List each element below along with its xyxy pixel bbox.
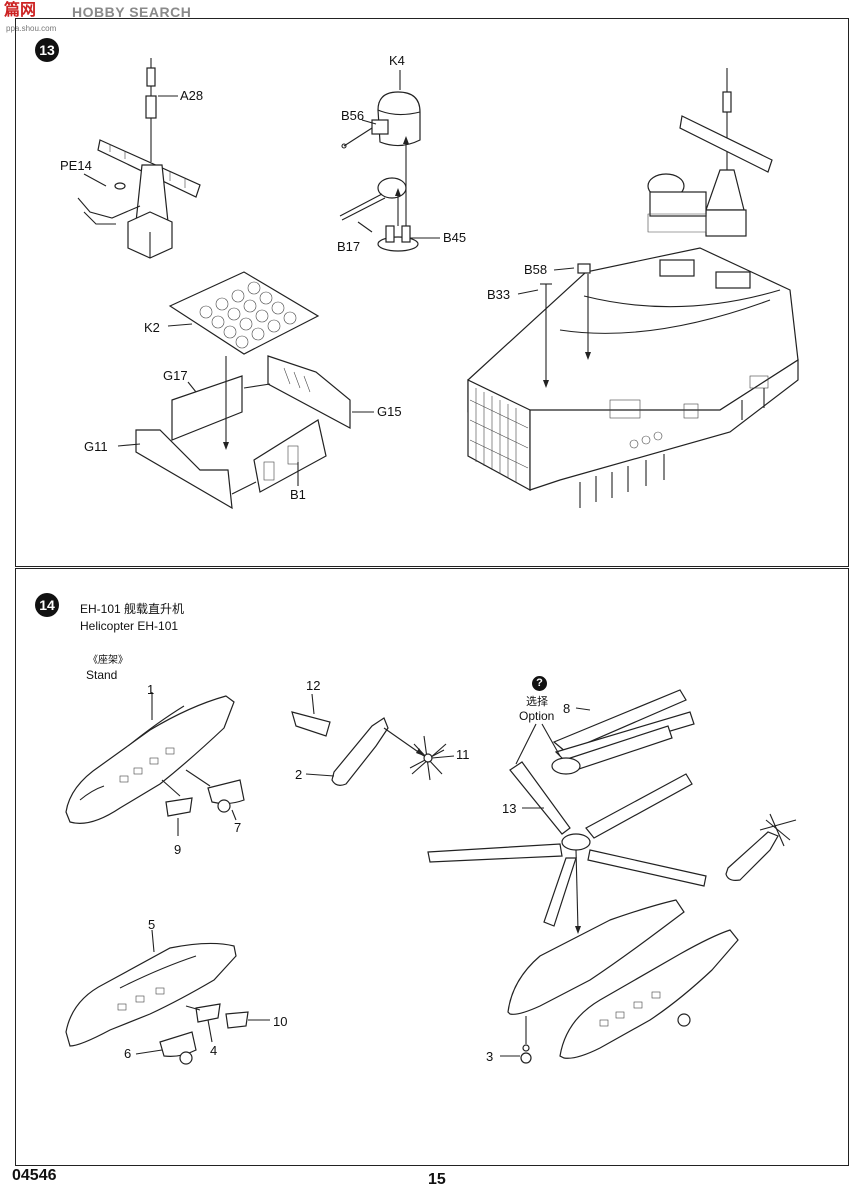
part-label-8: 8	[563, 701, 571, 716]
part-label-4: 4	[210, 1043, 218, 1058]
option-question-icon: ?	[532, 676, 547, 691]
part-label-b58: B58	[524, 262, 548, 277]
part-label-g17: G17	[163, 368, 188, 383]
part-label-11: 11	[456, 747, 470, 762]
part-label-10: 10	[273, 1014, 288, 1029]
page-number: 15	[428, 1171, 446, 1188]
part-label-k2: K2	[144, 320, 160, 335]
part-label-7: 7	[234, 820, 242, 835]
step-13-badge: 13	[35, 38, 59, 62]
part-label-6: 6	[124, 1046, 132, 1061]
option-label-cn: 选择	[526, 696, 548, 708]
watermark: 篇网 HOBBY SEARCH ppa.shou.com	[0, 0, 191, 34]
part-label-a28: A28	[180, 88, 204, 103]
watermark-brand-cn: 篇网	[4, 2, 37, 19]
step-13-panel	[15, 18, 849, 567]
part-label-9: 9	[174, 842, 182, 857]
part-label-1: 1	[147, 682, 155, 697]
part-label-pe14: PE14	[60, 158, 92, 173]
option-label-en: Option	[519, 709, 555, 723]
watermark-url: ppa.shou.com	[6, 24, 57, 33]
step-14-panel	[15, 568, 849, 1166]
part-label-g15: G15	[377, 404, 402, 419]
part-label-g11: G11	[84, 439, 108, 454]
part-label-b1: B1	[290, 487, 306, 502]
step-14-title-en: Helicopter EH-101	[80, 619, 179, 633]
part-label-5: 5	[148, 917, 156, 932]
watermark-brand-en: HOBBY SEARCH	[72, 4, 192, 20]
part-label-2: 2	[295, 767, 303, 782]
product-code: 04546	[12, 1167, 57, 1184]
part-label-b45: B45	[443, 230, 467, 245]
stand-label-cn: 《座架》	[88, 655, 128, 666]
part-label-12: 12	[306, 678, 321, 693]
part-label-b17: B17	[337, 239, 361, 254]
part-label-13: 13	[502, 801, 517, 816]
step-14-title-cn: EH-101 舰载直升机	[80, 602, 185, 616]
part-label-3: 3	[486, 1049, 494, 1064]
stand-label-en: Stand	[86, 668, 118, 682]
part-label-k4: K4	[389, 53, 405, 68]
step-14-badge: 14	[35, 593, 59, 617]
part-label-b56: B56	[341, 108, 365, 123]
part-label-b33: B33	[487, 287, 511, 302]
